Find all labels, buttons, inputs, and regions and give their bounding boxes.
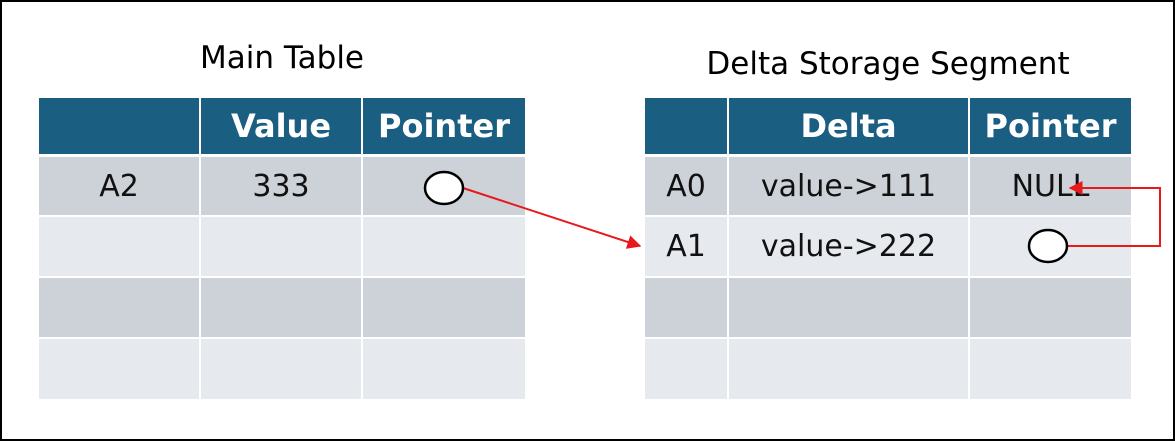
main-row-value-cell: 333 [201, 157, 363, 215]
delta-row-key-cell [645, 339, 729, 399]
main-row-key-cell: A2 [39, 157, 201, 215]
delta-table-header-row: Delta Pointer [645, 98, 1131, 154]
main-row-key-cell [39, 278, 201, 337]
pointer-circle-main-a2 [423, 170, 465, 206]
table-row: A0 value->111 NULL [645, 157, 1131, 215]
table-row [39, 278, 525, 337]
main-table-header-cell [39, 98, 201, 154]
pointer-circle-delta-a1 [1027, 228, 1069, 264]
main-table-header-value: Value [201, 98, 363, 154]
delta-row-key-cell: A0 [645, 157, 729, 215]
pointer-arrow-a1-to-a0 [1066, 181, 1161, 247]
main-table: Value Pointer A2 333 [39, 98, 525, 399]
delta-table-header-cell [645, 98, 729, 154]
delta-row-delta-cell: value->111 [729, 157, 970, 215]
table-row [39, 339, 525, 399]
table-row [645, 339, 1131, 399]
main-table-header-row: Value Pointer [39, 98, 525, 154]
table-row [645, 278, 1131, 337]
delta-row-delta-cell: value->222 [729, 217, 970, 276]
delta-row-delta-cell [729, 339, 970, 399]
delta-row-key-cell: A1 [645, 217, 729, 276]
delta-row-delta-cell [729, 278, 970, 337]
main-row-value-cell [201, 217, 363, 276]
pointer-arrow-a2-to-a1 [462, 187, 642, 249]
delta-row-key-cell [645, 278, 729, 337]
main-row-key-cell [39, 339, 201, 399]
table-row [39, 217, 525, 276]
main-row-value-cell [201, 278, 363, 337]
delta-table-header-delta: Delta [729, 98, 970, 154]
main-row-value-cell [201, 339, 363, 399]
delta-table-title: Delta Storage Segment [706, 46, 1070, 82]
delta-table-header-pointer: Pointer [984, 107, 1117, 145]
main-row-key-cell [39, 217, 201, 276]
main-table-header-pointer: Pointer [378, 107, 510, 145]
main-table-title: Main Table [199, 40, 365, 76]
